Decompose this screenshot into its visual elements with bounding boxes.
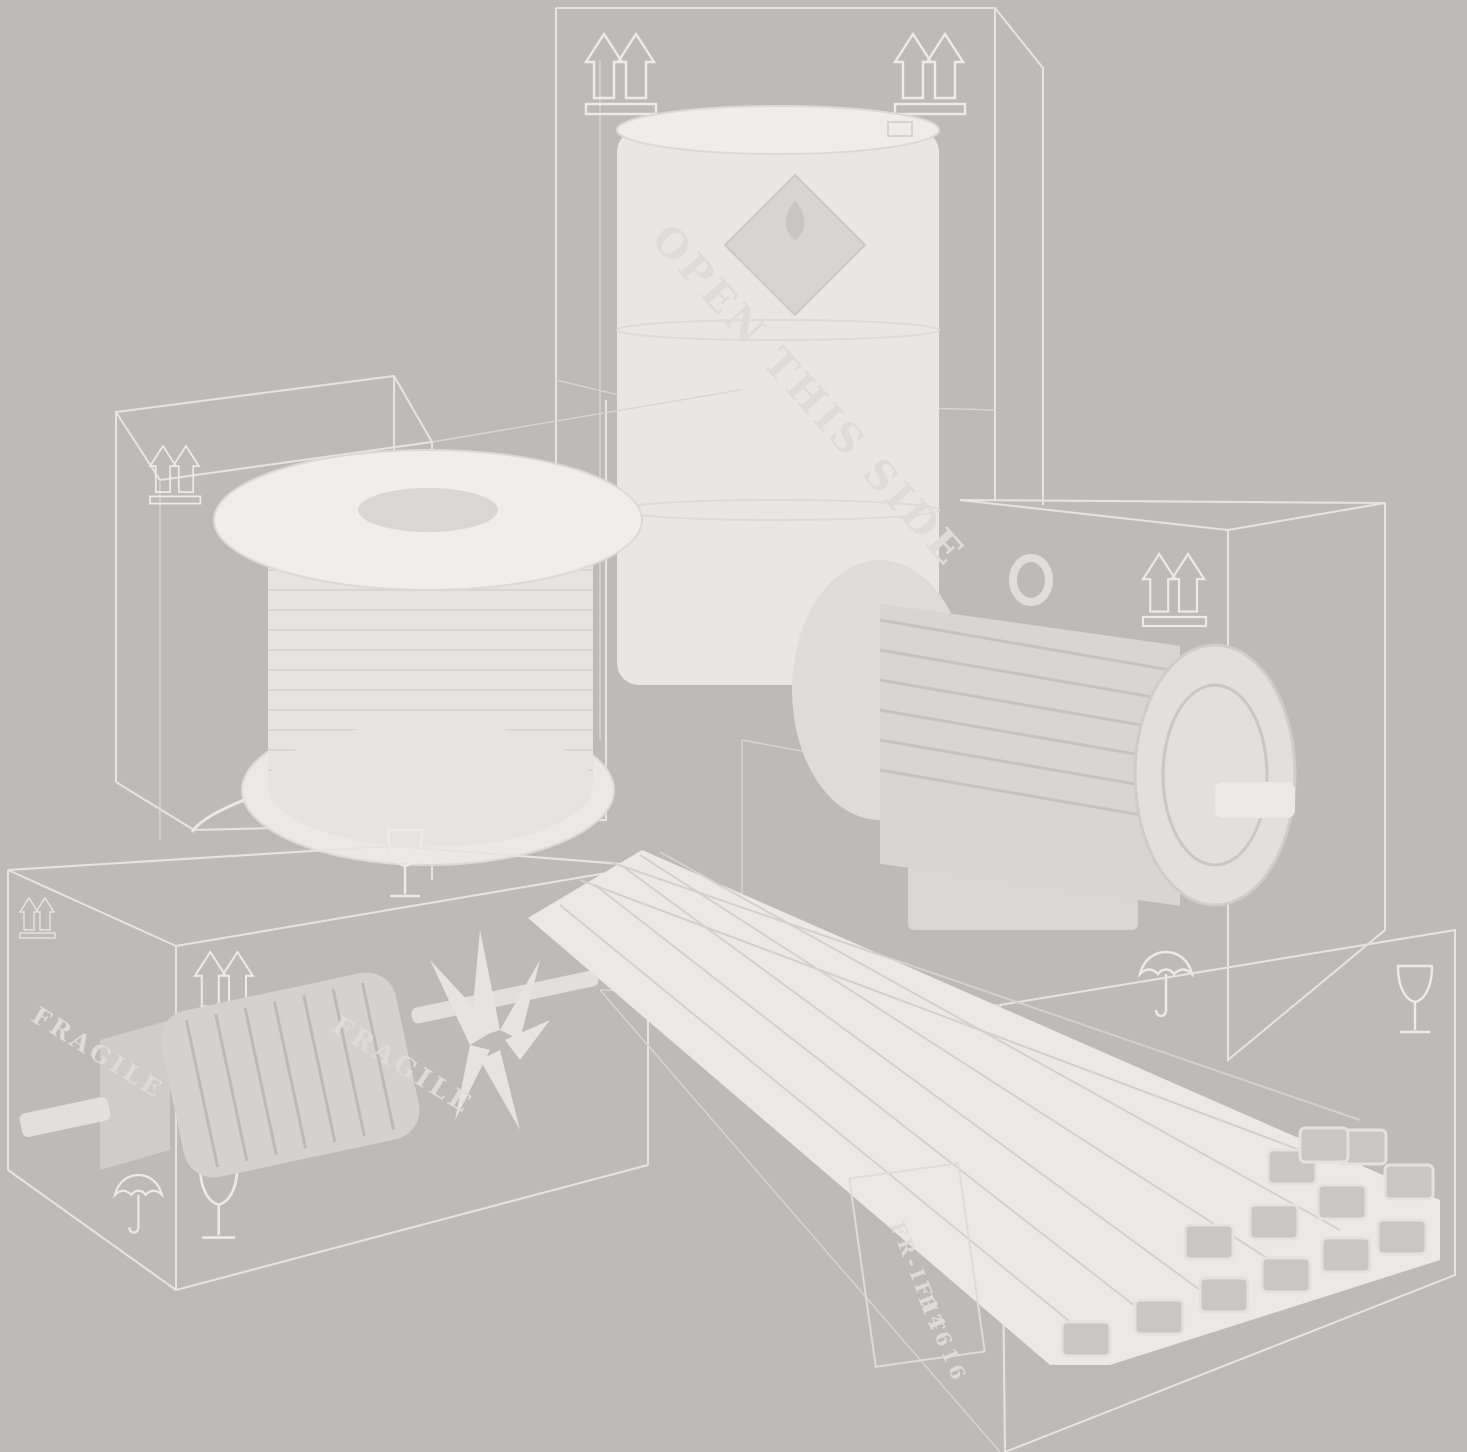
fragile-glass-icon: [1396, 964, 1434, 1034]
up-arrows-icon: [584, 32, 658, 116]
electric-motor: [792, 554, 1297, 930]
keep-dry-umbrella-icon: [113, 1173, 163, 1234]
up-arrows-icon: [1141, 552, 1208, 628]
stamp-ht-text: HT: [913, 1291, 951, 1339]
rectangular-tube-bundle: [528, 850, 1440, 1365]
flammable-diamond-icon: [723, 173, 867, 317]
armature-crate-wireframe: [7, 844, 649, 1292]
up-arrows-icon: [19, 897, 56, 939]
steel-drum: OPEN THIS SIDE: [616, 105, 974, 685]
cable-spool: [190, 449, 643, 866]
up-arrows-icon: [893, 32, 967, 116]
keep-dry-umbrella-icon: [1138, 950, 1194, 1018]
cooling-fan: [430, 930, 550, 1130]
motor-armature: [19, 930, 599, 1178]
